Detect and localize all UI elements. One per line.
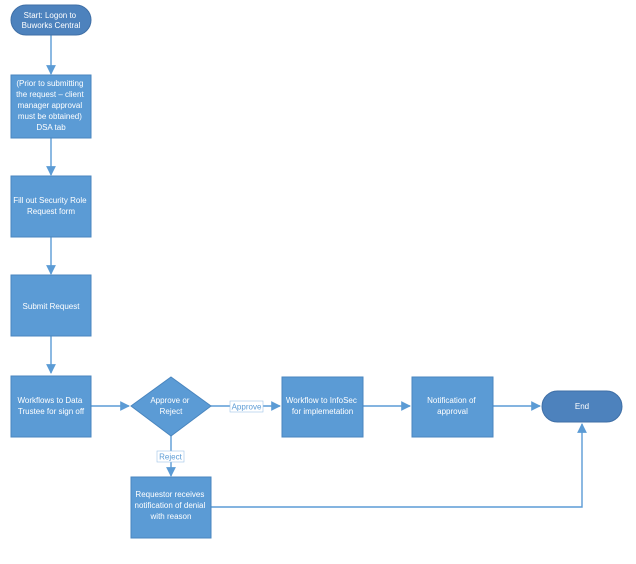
edge-denial-to-end bbox=[211, 423, 587, 508]
notification-approval-node: Notification of approval bbox=[411, 376, 494, 438]
decision-label: Approve or Reject bbox=[150, 396, 191, 416]
workflow-infosec-node: Workflow to InfoSec for implemetation bbox=[281, 376, 364, 438]
approve-label-bg bbox=[229, 400, 264, 413]
workflow-trustee-label: Workflows to Data Trustee for sign off bbox=[18, 396, 85, 416]
submit-request-node: Submit Request bbox=[10, 274, 92, 337]
fill-form-node: Fill out Security Role Request form bbox=[10, 175, 92, 238]
workflow-trustee-node: Workflows to Data Trustee for sign off bbox=[10, 375, 92, 438]
submit-request-label: Submit Request bbox=[23, 302, 81, 311]
workflow-infosec-label: Workflow to InfoSec for implemetation bbox=[286, 396, 359, 416]
edge-label-approve: Approve bbox=[232, 403, 262, 412]
denial-notification-node: Requestor receives notification of denia… bbox=[130, 476, 212, 539]
decision-node: Approve or Reject bbox=[130, 376, 212, 437]
prior-approval-node: (Prior to submitting the request – clien… bbox=[10, 74, 92, 139]
edge-label-reject: Reject bbox=[159, 453, 182, 462]
start-node: Start: Logon to Buworks Central bbox=[10, 4, 92, 36]
reject-label-bg bbox=[156, 450, 185, 463]
prior-approval-label: (Prior to submitting the request – clien… bbox=[16, 79, 86, 132]
end-node: End bbox=[541, 390, 623, 423]
fill-form-label: Fill out Security Role Request form bbox=[13, 196, 89, 216]
notification-approval-label: Notification of approval bbox=[427, 396, 478, 416]
end-node-label: End bbox=[575, 402, 589, 411]
denial-notification-label: Requestor receives notification of denia… bbox=[135, 490, 208, 521]
start-node-label: Start: Logon to Buworks Central bbox=[22, 11, 81, 30]
